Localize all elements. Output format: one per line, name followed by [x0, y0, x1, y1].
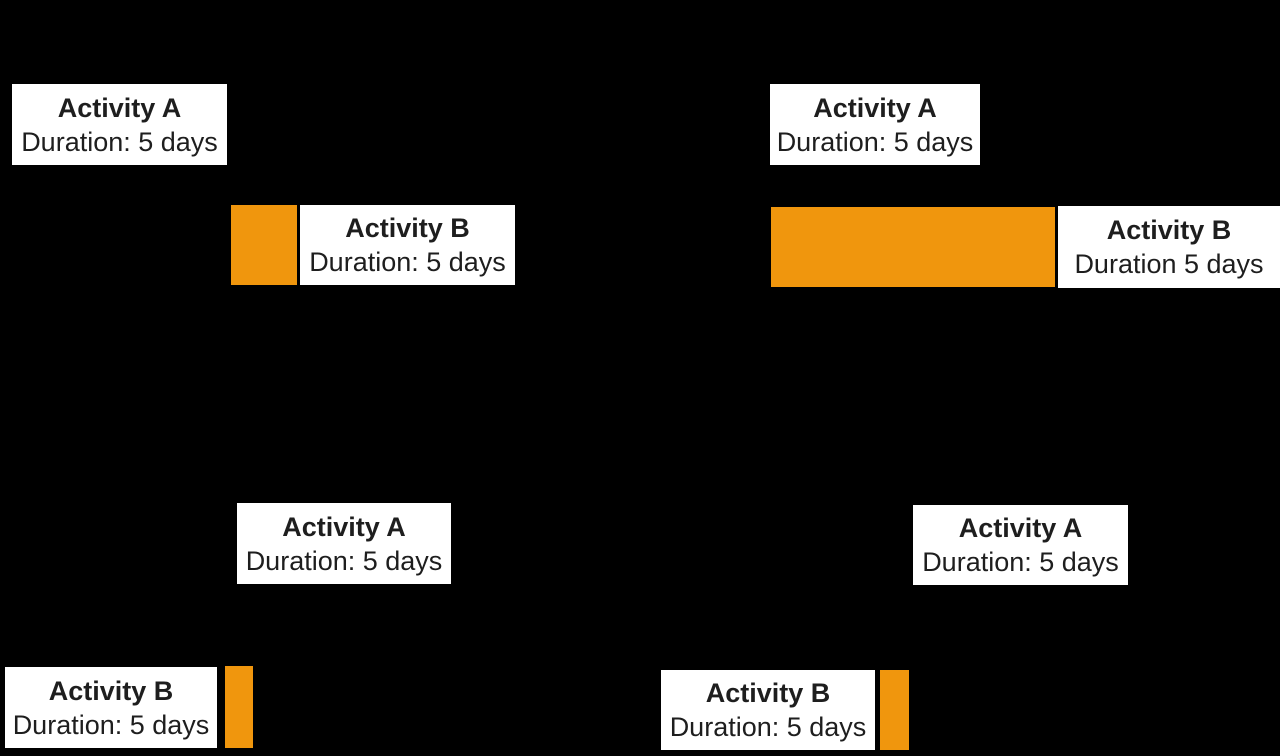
- activity-a-duration: Duration: 5 days: [776, 126, 974, 157]
- activity-a-box: Activity A Duration: 5 days: [913, 505, 1128, 585]
- activity-b-title: Activity B: [705, 678, 831, 708]
- activity-b-box: Activity B Duration: 5 days: [300, 205, 515, 285]
- activity-b-title: Activity B: [345, 213, 470, 243]
- activity-a-title: Activity A: [282, 511, 406, 542]
- activity-a-box: Activity A Duration: 5 days: [770, 84, 980, 165]
- activity-a-title: Activity A: [57, 92, 182, 123]
- activity-a-duration: Duration: 5 days: [21, 126, 218, 157]
- activity-b-box: Activity B Duration 5 days: [1058, 206, 1280, 288]
- activity-a-title: Activity A: [813, 92, 937, 123]
- activity-b-box: Activity B Duration: 5 days: [661, 670, 875, 750]
- lag-bar: [225, 666, 253, 748]
- activity-b-title: Activity B: [1106, 215, 1232, 245]
- activity-b-duration: Duration: 5 days: [309, 247, 506, 277]
- lag-bar: [880, 670, 909, 750]
- activity-b-duration: Duration: 5 days: [669, 712, 867, 742]
- lag-bar: [231, 205, 297, 285]
- activity-b-duration: Duration 5 days: [1074, 249, 1264, 279]
- activity-b-title: Activity B: [48, 675, 174, 706]
- activity-a-box: Activity A Duration: 5 days: [237, 503, 451, 584]
- activity-a-duration: Duration: 5 days: [245, 545, 443, 576]
- activity-a-duration: Duration: 5 days: [922, 547, 1119, 577]
- activity-a-title: Activity A: [958, 513, 1083, 543]
- activity-b-duration: Duration: 5 days: [12, 709, 210, 740]
- activity-b-box: Activity B Duration: 5 days: [5, 667, 217, 748]
- lag-bar: [771, 207, 1055, 287]
- activity-a-box: Activity A Duration: 5 days: [12, 84, 227, 165]
